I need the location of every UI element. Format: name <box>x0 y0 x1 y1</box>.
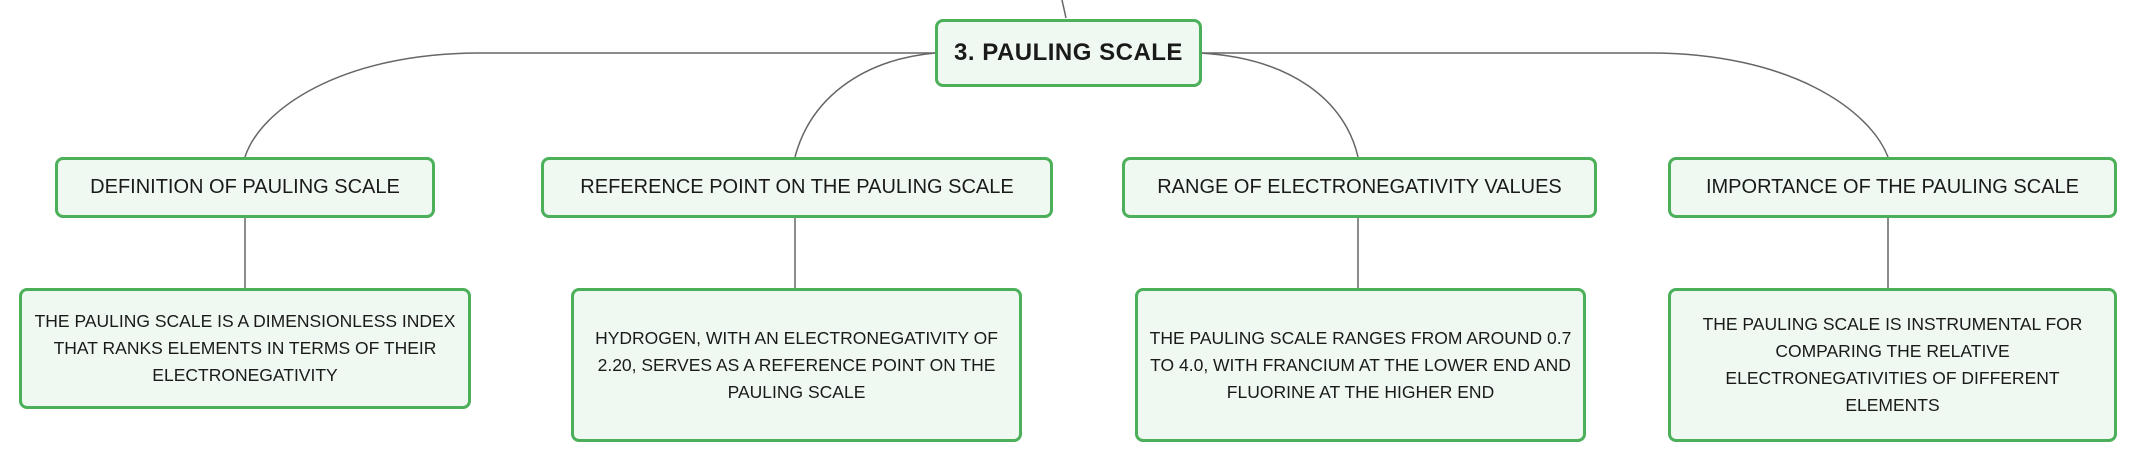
branch-node-range[interactable]: RANGE OF ELECTRONEGATIVITY VALUES <box>1122 157 1597 218</box>
branch-node-importance[interactable]: IMPORTANCE OF THE PAULING SCALE <box>1668 157 2117 218</box>
connector-root-branch-2 <box>794 52 936 158</box>
connector-root-branch-3 <box>1199 52 1359 158</box>
detail-node-range[interactable]: THE PAULING SCALE RANGES FROM AROUND 0.7… <box>1135 288 1586 442</box>
connector-root-branch-4 <box>1200 52 1889 158</box>
parent-connector <box>1061 0 1067 19</box>
branch-node-reference-point[interactable]: REFERENCE POINT ON THE PAULING SCALE <box>541 157 1053 218</box>
detail-node-reference-point[interactable]: HYDROGEN, WITH AN ELECTRONEGATIVITY OF 2… <box>571 288 1022 442</box>
detail-node-definition[interactable]: THE PAULING SCALE IS A DIMENSIONLESS IND… <box>19 288 471 409</box>
branch-node-definition[interactable]: DEFINITION OF PAULING SCALE <box>55 157 435 218</box>
root-node[interactable]: 3. PAULING SCALE <box>935 19 1202 87</box>
detail-node-importance[interactable]: THE PAULING SCALE IS INSTRUMENTAL FOR CO… <box>1668 288 2117 442</box>
connector-root-branch-1 <box>244 52 935 158</box>
